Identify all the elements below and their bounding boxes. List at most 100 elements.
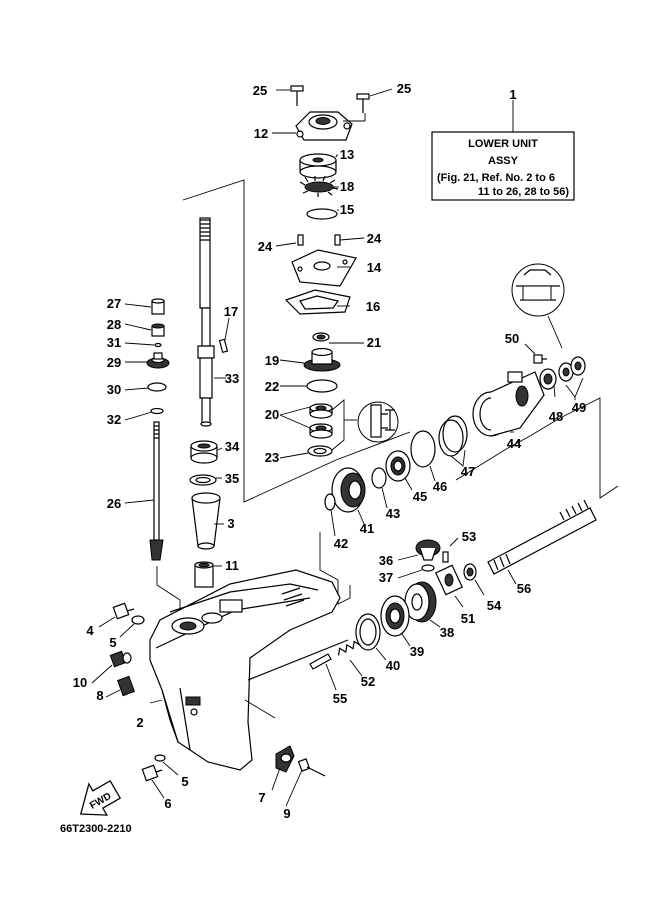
gear-group	[309, 431, 597, 691]
callout-50: 50	[505, 331, 519, 346]
bushing-11	[194, 561, 214, 588]
callout-40: 40	[386, 658, 400, 673]
callout-25b: 25	[397, 81, 411, 96]
callout-14: 14	[367, 260, 382, 275]
bearing-45	[385, 450, 411, 482]
callout-5b: 5	[181, 774, 188, 789]
prop-shaft-housing-group	[371, 343, 619, 509]
callout-43: 43	[386, 506, 400, 521]
spring-54	[463, 563, 477, 581]
callout-37: 37	[379, 570, 393, 585]
bearing-34	[190, 440, 218, 464]
bushing-48	[539, 368, 557, 390]
washer-5a	[131, 615, 145, 625]
callout-4: 4	[86, 623, 94, 638]
bearing-39	[380, 595, 410, 637]
detail-inset-left	[357, 401, 399, 443]
drive-shaft-group	[182, 179, 337, 588]
dowel-pin-left	[297, 234, 304, 246]
callout-6: 6	[164, 796, 171, 811]
gasket	[284, 289, 351, 315]
oil-seal-35	[189, 474, 217, 486]
callout-48: 48	[549, 409, 563, 424]
callout-9: 9	[283, 806, 290, 821]
pump-lower-parts	[279, 332, 399, 459]
callout-19: 19	[265, 353, 279, 368]
pin-53	[442, 551, 449, 563]
callout-21: 21	[367, 335, 381, 350]
callout-38: 38	[440, 625, 454, 640]
outer-plate	[291, 249, 357, 287]
drawing-code: 66T2300-2210	[60, 823, 132, 835]
callout-56: 56	[517, 581, 531, 596]
reverse-gear	[404, 581, 437, 623]
callout-54: 54	[487, 598, 502, 613]
callout-17: 17	[224, 304, 238, 319]
callout-12: 12	[254, 126, 268, 141]
washer-5b	[154, 754, 166, 762]
callout-16: 16	[366, 299, 380, 314]
callout-23: 23	[265, 450, 279, 465]
callout-11: 11	[225, 558, 239, 573]
callout-46: 46	[433, 479, 447, 494]
bolt-25-right	[356, 93, 370, 113]
callout-20: 20	[265, 407, 279, 422]
housing-fasteners	[91, 602, 326, 807]
callout-30: 30	[107, 382, 121, 397]
callout-32: 32	[107, 412, 121, 427]
lower-case	[149, 569, 349, 771]
dog-clutch	[434, 564, 464, 596]
callout-24b: 24	[367, 231, 382, 246]
o-ring-22	[306, 379, 338, 393]
callout-10: 10	[73, 675, 87, 690]
nut-10	[109, 650, 132, 668]
callout-5a: 5	[109, 635, 116, 650]
callout-33: 33	[225, 371, 239, 386]
callout-26: 26	[107, 496, 121, 511]
bolt-6	[141, 764, 163, 782]
callout-52: 52	[361, 674, 375, 689]
pump-housing	[295, 111, 353, 141]
callout-41: 41	[360, 521, 374, 536]
callout-18: 18	[340, 179, 354, 194]
washer-32	[150, 407, 164, 415]
water-pump-parts	[272, 85, 393, 315]
pinion-gear	[415, 539, 441, 561]
nut-28	[151, 323, 165, 337]
oil-seal-49-a	[558, 362, 574, 382]
propeller-shaft	[487, 499, 597, 575]
key-o-ring	[306, 208, 338, 220]
bolt-25-left	[290, 85, 304, 106]
oil-seal-20-upper	[309, 403, 333, 419]
pin	[218, 338, 229, 354]
drive-shaft	[197, 217, 215, 427]
callout-13: 13	[340, 147, 354, 162]
callout-1: 1	[509, 87, 516, 102]
callout-22: 22	[265, 379, 279, 394]
fwd-direction-marker: FWD	[79, 779, 122, 816]
shift-plunger	[309, 653, 332, 670]
assy-box-line-2: ASSY	[488, 155, 519, 167]
callout-31: 31	[107, 335, 121, 350]
shift-rod	[149, 421, 164, 561]
oil-seal-housing	[303, 347, 341, 372]
shim-43	[371, 467, 387, 489]
callout-29: 29	[107, 355, 121, 370]
callout-55: 55	[333, 691, 347, 706]
callout-39: 39	[410, 644, 424, 659]
assy-info-box: LOWER UNIT ASSY (Fig. 21, Ref. No. 2 to …	[431, 100, 575, 201]
callout-24a: 24	[258, 239, 273, 254]
nut-27	[151, 298, 165, 315]
pinion-nut	[421, 564, 435, 572]
shim-46	[410, 430, 436, 468]
callout-35: 35	[225, 471, 239, 486]
bolt-4	[112, 602, 135, 620]
bolt-50	[533, 354, 547, 364]
gasket-23	[307, 445, 333, 457]
callout-45: 45	[413, 489, 427, 504]
oil-seal-49-b	[570, 356, 586, 376]
oil-seal-21	[312, 332, 330, 342]
shim-42	[324, 493, 336, 511]
callout-34: 34	[225, 439, 240, 454]
forward-gear	[331, 467, 366, 513]
